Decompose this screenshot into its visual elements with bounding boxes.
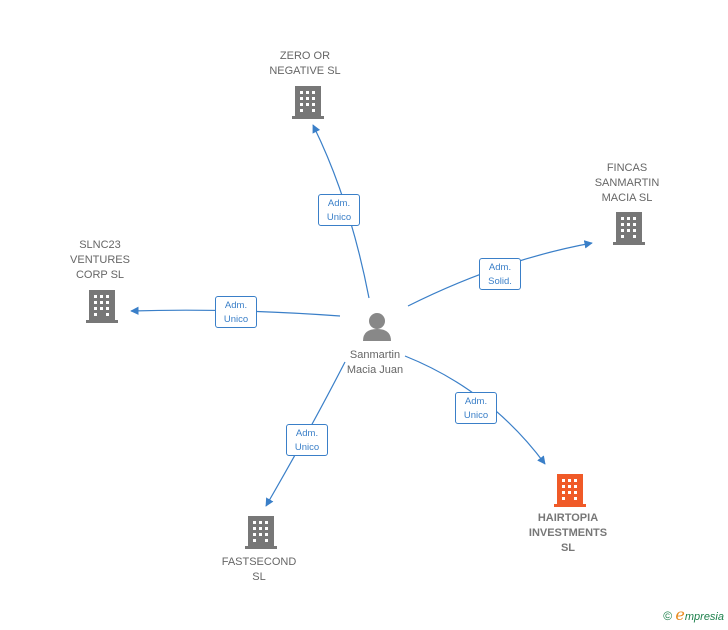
company-label-line: NEGATIVE SL	[269, 65, 341, 77]
edge-role-line: Adm.	[488, 262, 512, 273]
building-icon-zero[interactable]	[292, 86, 324, 119]
company-label-fincas[interactable]: FINCAS SANMARTIN MACIA SL	[595, 161, 660, 206]
company-label-line: CORP SL	[75, 269, 125, 281]
building-icon-hairtopia[interactable]	[554, 474, 586, 507]
company-label-line: VENTURES	[70, 254, 130, 266]
center-name-line1: Sanmartin	[349, 349, 401, 361]
person-icon[interactable]	[363, 313, 391, 341]
empresia-logo-text: mpresia	[684, 611, 724, 623]
company-label-line: SL	[252, 571, 266, 583]
company-label-fastsecond[interactable]: FASTSECOND SL	[222, 555, 297, 585]
company-label-line: SANMARTIN	[594, 177, 660, 189]
company-label-line: FINCAS	[606, 162, 648, 174]
edge-role-line: Unico	[223, 314, 249, 325]
company-label-line: HAIRTOPIA	[537, 512, 599, 524]
center-name-line2: Macia Juan	[346, 364, 404, 376]
edge-role-line: Unico	[294, 442, 320, 453]
edge-role-line: Adm.	[464, 396, 488, 407]
edge-label-zero[interactable]: Adm. Unico	[318, 194, 360, 226]
edge-role-line: Adm.	[224, 300, 248, 311]
edge-role-line: Adm.	[327, 198, 351, 209]
company-label-line: FASTSECOND	[221, 556, 297, 568]
company-label-line: SL	[560, 542, 576, 554]
empresia-logo-initial: e	[675, 605, 685, 624]
building-icon-fastsecond[interactable]	[245, 516, 277, 549]
edge-role-line: Adm.	[295, 428, 319, 439]
copyright-symbol: ©	[663, 609, 673, 623]
company-label-line: MACIA SL	[601, 192, 653, 204]
edge-role-line: Unico	[463, 410, 489, 421]
center-person-label[interactable]: Sanmartin Macia Juan	[347, 348, 403, 378]
copyright-notice: © empresia	[663, 605, 724, 624]
building-icon-slnc[interactable]	[86, 290, 118, 323]
company-label-line: INVESTMENTS	[528, 527, 608, 539]
edge-label-fincas[interactable]: Adm. Solid.	[479, 258, 521, 290]
edge-label-hairtopia[interactable]: Adm. Unico	[455, 392, 497, 424]
company-label-hairtopia[interactable]: HAIRTOPIA INVESTMENTS SL	[529, 511, 607, 556]
building-icon-fincas[interactable]	[613, 212, 645, 245]
edge-role-line: Solid.	[488, 276, 512, 287]
company-label-line: SLNC23	[79, 239, 121, 251]
edge-label-slnc[interactable]: Adm. Unico	[215, 296, 257, 328]
edge-role-line: Unico	[326, 212, 352, 223]
edge-label-fastsecond[interactable]: Adm. Unico	[286, 424, 328, 456]
company-label-zero[interactable]: ZERO OR NEGATIVE SL	[269, 49, 340, 79]
company-label-slnc[interactable]: SLNC23 VENTURES CORP SL	[70, 238, 130, 283]
company-label-line: ZERO OR	[279, 50, 331, 62]
